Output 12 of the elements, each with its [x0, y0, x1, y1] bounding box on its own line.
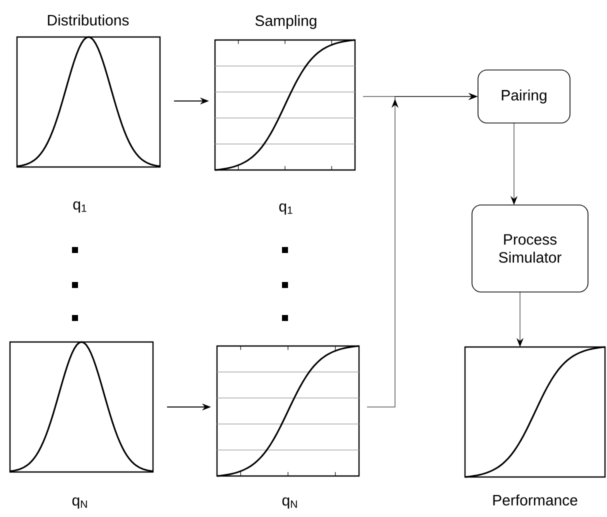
variable-label: q$_{N}$ — [282, 497, 297, 509]
arrow — [510, 122, 518, 205]
variable-label: q$_{N}$ — [72, 497, 87, 509]
process-box: Pairing — [478, 70, 570, 124]
plot-title: Sampling — [255, 15, 316, 29]
plot-title: Distributions — [48, 14, 129, 26]
variable-label: q$_{1}$ — [279, 203, 292, 215]
plot-title: Performance — [493, 494, 578, 506]
arrow — [366, 93, 478, 408]
arrow — [516, 292, 524, 347]
variable-label: q$_{1}$ — [73, 201, 86, 213]
process-box: Process Simulator — [472, 204, 588, 292]
